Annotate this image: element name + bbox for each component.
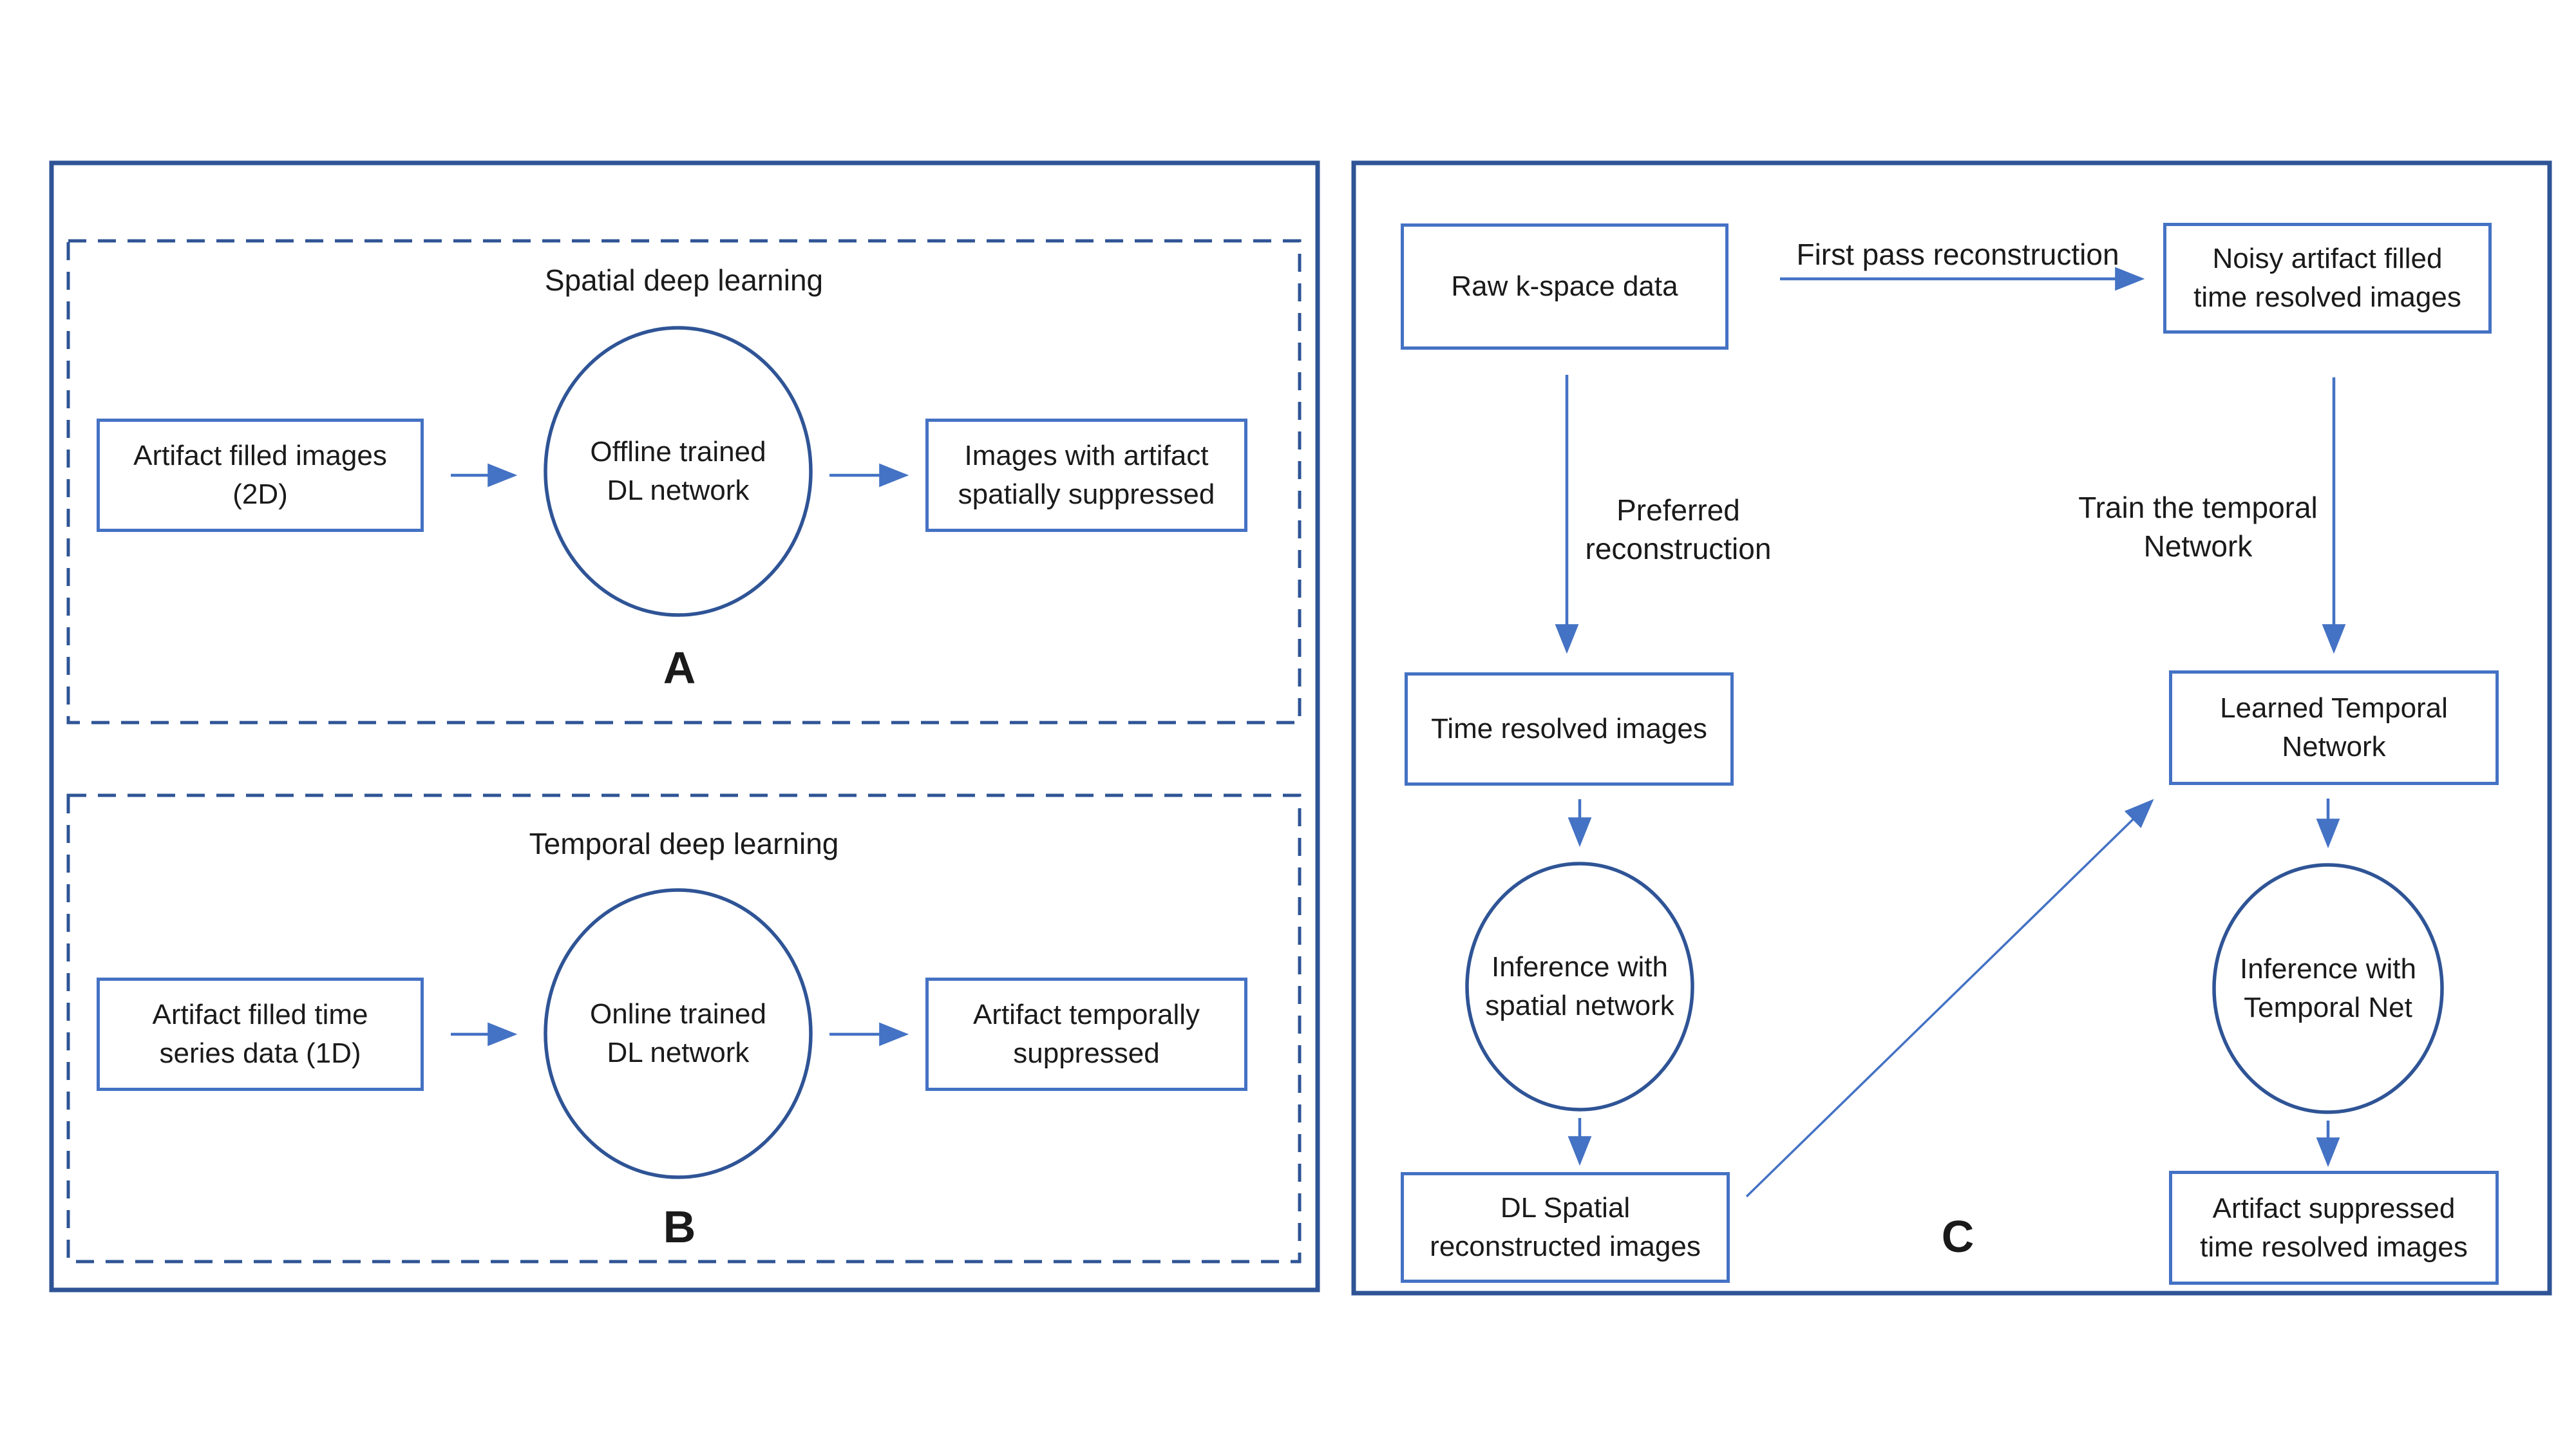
panel-ab-border	[49, 160, 1320, 1293]
box-noisy-artifact-filled: Noisy artifact filled time resolved imag…	[2163, 223, 2492, 334]
label-inference-spatial-network: Inference with spatial network	[1485, 951, 1674, 1021]
box-dl-spatial-reconstructed: DL Spatial reconstructed images	[1401, 1172, 1730, 1283]
section-b-title: Temporal deep learning	[529, 827, 839, 860]
box-raw-kspace-data: Raw k-space data	[1401, 223, 1728, 350]
ellipse-online-network	[544, 888, 813, 1179]
box-artifact-temporally-suppressed: Artifact temporally suppressed	[925, 978, 1247, 1091]
arrow-dlspatial-to-learned-diagonal	[1745, 799, 2154, 1198]
box-learned-temporal-network: Learned Temporal Network	[2169, 670, 2499, 785]
label-preferred-reconstruction: Preferred reconstruction	[1585, 493, 1772, 565]
label-online-trained-network: Online trained DL network	[590, 998, 766, 1068]
box-artifact-filled-time-series: Artifact filled time series data (1D)	[97, 978, 424, 1091]
section-b-label: B	[663, 1202, 696, 1252]
box-time-resolved-images: Time resolved images	[1405, 672, 1734, 786]
ellipse-inference-temporal	[2212, 863, 2444, 1114]
label-offline-trained-network: Offline trained DL network	[590, 436, 766, 506]
panel-c-border	[1351, 160, 2552, 1296]
section-b-dashed-frame	[66, 793, 1302, 1264]
box-images-artifact-spatially-suppressed: Images with artifact spatially suppresse…	[925, 419, 1247, 532]
box-artifact-filled-images-2d: Artifact filled images (2D)	[97, 419, 424, 532]
ellipse-offline-network	[544, 326, 813, 617]
label-train-temporal-network: Train the temporal Network	[2078, 491, 2318, 563]
section-a-title: Spatial deep learning	[544, 263, 824, 297]
box-artifact-suppressed-time-resolved: Artifact suppressed time resolved images	[2169, 1171, 2499, 1285]
ellipse-inference-spatial	[1465, 862, 1694, 1112]
label-inference-temporal-net: Inference with Temporal Net	[2240, 953, 2416, 1023]
label-first-pass-reconstruction: First pass reconstruction	[1796, 238, 2119, 271]
section-c-label: C	[1941, 1211, 1975, 1262]
section-a-label: A	[663, 643, 696, 693]
section-a-dashed-frame	[66, 239, 1302, 724]
